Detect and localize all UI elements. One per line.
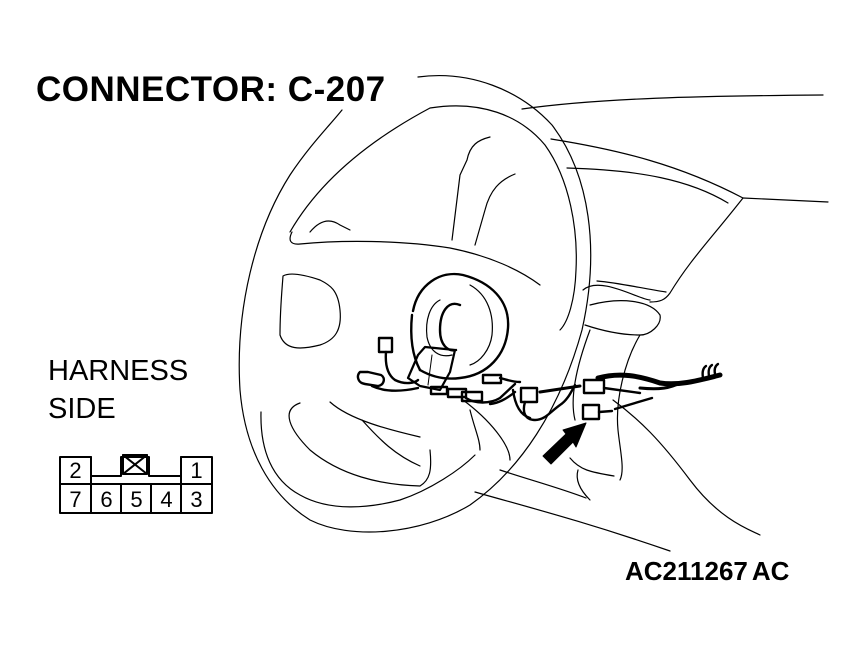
arrow-icon: [542, 422, 587, 465]
harness-side-label: HARNESS SIDE: [48, 352, 188, 428]
clock-spring: [410, 272, 510, 380]
harness-break-marks: [701, 362, 720, 380]
dashboard-lines: [521, 94, 829, 303]
figure-code-part2: AC: [751, 556, 790, 586]
harness-label-line1: HARNESS: [48, 355, 189, 387]
connector-face-diagram: [59, 454, 213, 514]
harness-wiring: [356, 336, 723, 422]
steering-wheel-spokes: [279, 136, 541, 487]
steering-column: [474, 300, 761, 552]
steering-wheel-rim: [238, 75, 592, 533]
clock-spring-inner: [425, 284, 493, 366]
x-box-icon: [122, 454, 148, 475]
flat-cable: [406, 345, 457, 392]
figure-code-part1: AC211267: [625, 556, 748, 586]
connector-title: CONNECTOR: C-207: [36, 70, 386, 109]
harness-label-line2: SIDE: [48, 393, 116, 425]
